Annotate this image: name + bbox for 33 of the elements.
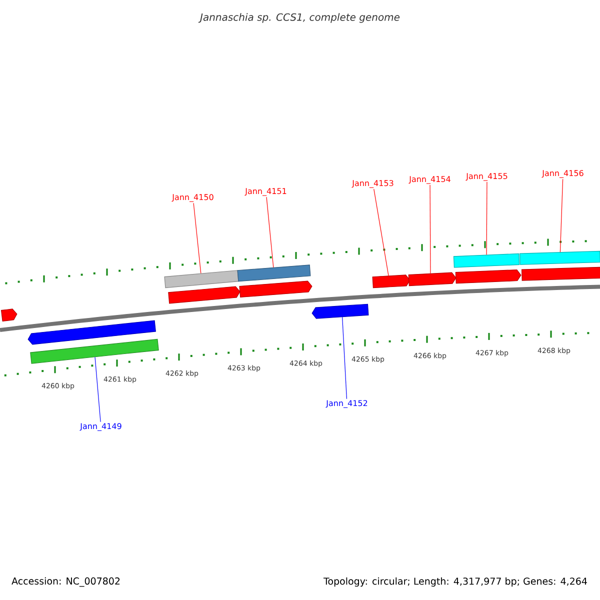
gene-segment	[521, 266, 600, 281]
gene-label: Jann_4150	[172, 194, 214, 202]
gene-bar	[30, 338, 159, 364]
footer-text: Accession: NC_007802	[12, 577, 120, 587]
gene-segment	[28, 320, 156, 345]
footer-text: Topology: circular; Length: 4,317,977 bp; Genes: 4,264	[323, 577, 587, 587]
gene-label: Jann_4151	[244, 188, 286, 196]
gene-label: Jann_4153	[352, 180, 394, 188]
gene-label: Jann_4154	[408, 176, 450, 184]
leader-line	[430, 184, 431, 274]
gene-segment	[239, 280, 312, 298]
gene-segment	[168, 286, 240, 304]
gene-label: Jann_4155	[466, 173, 508, 181]
gene-segment	[0, 308, 18, 322]
gene-label: Jann_4149	[80, 423, 122, 431]
title: Jannaschia sp. CCS1, complete genome	[198, 13, 400, 23]
gene-bar	[237, 264, 311, 282]
leader-line	[266, 196, 274, 268]
gene-label: Jann_4156	[542, 170, 584, 178]
gene-bar	[453, 253, 520, 268]
leader-line	[374, 188, 389, 276]
gene-bar	[164, 270, 239, 288]
gene-segment	[312, 304, 369, 319]
gene-bar	[520, 250, 600, 265]
leader-line	[342, 316, 348, 400]
gene-segment	[372, 274, 410, 288]
gene-segment	[455, 269, 522, 284]
gene-segment	[408, 272, 456, 286]
leader-line	[560, 178, 564, 252]
gene-label: Jann_4152	[326, 400, 368, 408]
leader-line	[193, 202, 202, 274]
leader-line	[94, 356, 101, 422]
leader-line	[486, 182, 488, 256]
